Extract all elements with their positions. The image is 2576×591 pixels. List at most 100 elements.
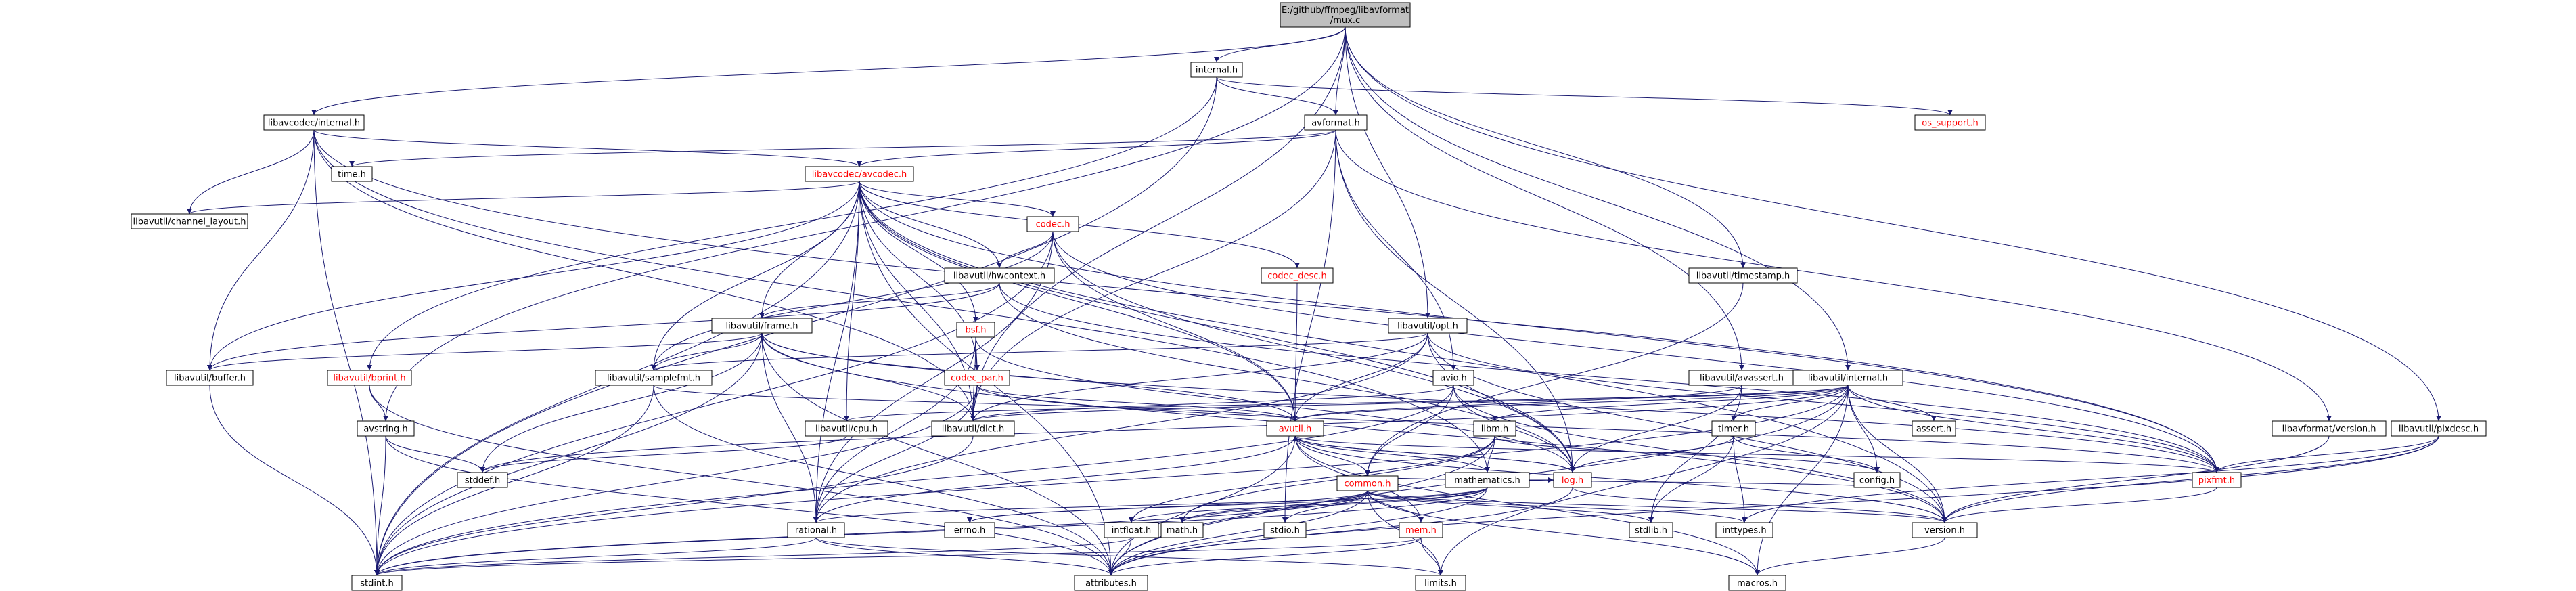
node-frame[interactable]: libavutil/frame.h xyxy=(711,318,813,334)
edge-timer-to-stdlib xyxy=(1648,435,1734,523)
edge-au_internal-to-limits xyxy=(1438,385,1849,576)
node-internal[interactable]: internal.h xyxy=(1190,62,1243,78)
node-label: stdio.h xyxy=(1270,526,1300,536)
node-intfloat[interactable]: intfloat.h xyxy=(1104,522,1159,538)
edge-root-to-avc_internal xyxy=(311,26,1346,116)
edge-au_internal-to-lfm xyxy=(1492,385,1849,422)
node-au-internal[interactable]: libavutil/internal.h xyxy=(1792,370,1903,386)
node-label: libavutil/opt.h xyxy=(1397,322,1458,332)
node-box xyxy=(1728,575,1786,591)
node-label: assert.h xyxy=(1916,424,1951,435)
edge-mathematics-to-rational xyxy=(813,487,1488,523)
node-avio[interactable]: avio.h xyxy=(1432,370,1474,386)
edge-frame-to-samplefmt xyxy=(651,332,763,371)
node-inttypes: inttypes.h xyxy=(1715,522,1773,538)
node-label: libavutil/bprint.h xyxy=(333,374,405,384)
edge-intfloat-to-stdint xyxy=(374,537,1132,576)
edge-avcodec-to-frame xyxy=(759,181,860,319)
node-codec-desc: codec_desc.h xyxy=(1261,267,1334,284)
node-lfm[interactable]: libm.h xyxy=(1473,420,1516,437)
node-version[interactable]: version.h xyxy=(1912,522,1978,538)
node-attributes[interactable]: attributes.h xyxy=(1074,575,1148,591)
edge-root-to-au_internal xyxy=(1345,26,1851,371)
node-bprint: libavutil/bprint.h xyxy=(327,370,412,386)
node-label: attributes.h xyxy=(1085,579,1137,589)
node-rational[interactable]: rational.h xyxy=(787,522,845,538)
edge-avstring-to-attributes xyxy=(385,435,1114,576)
node-label: codec_desc.h xyxy=(1267,271,1327,282)
edge-au_internal-to-cpu xyxy=(844,385,1849,422)
node-time: time.h xyxy=(331,166,373,182)
node-box xyxy=(1432,370,1474,386)
node-label: common.h xyxy=(1345,479,1391,489)
node-label: limits.h xyxy=(1424,579,1457,589)
edge-opt-to-rational xyxy=(813,332,1428,523)
node-samplefmt[interactable]: libavutil/samplefmt.h xyxy=(595,370,713,386)
edge-opt-to-pixfmt xyxy=(1427,332,2219,473)
node-avcodec: libavcodec/avcodec.h xyxy=(805,166,914,182)
edge-avcodec-to-avutil xyxy=(859,181,1298,422)
edge-internal-to-os_support xyxy=(1216,76,1953,116)
node-avstring[interactable]: avstring.h xyxy=(357,420,415,437)
node-assert: assert.h xyxy=(1912,420,1956,437)
node-box xyxy=(327,370,412,386)
node-opt[interactable]: libavutil/opt.h xyxy=(1388,318,1468,334)
node-box xyxy=(1104,522,1159,538)
node-label: codec_par.h xyxy=(951,374,1003,384)
edge-pixfmt-to-version xyxy=(1942,487,2217,523)
node-buffer[interactable]: libavutil/buffer.h xyxy=(166,370,254,386)
node-box xyxy=(1388,318,1468,334)
node-box xyxy=(1715,522,1773,538)
node-avformat[interactable]: avformat.h xyxy=(1304,114,1368,131)
node-timestamp[interactable]: libavutil/timestamp.h xyxy=(1688,267,1798,284)
edge-log-to-version xyxy=(1572,487,1947,523)
edge-avutil-to-rational xyxy=(813,435,1296,523)
edge-common-to-attributes xyxy=(1108,490,1368,576)
edge-avc_internal-to-chlayout xyxy=(187,129,315,215)
edge-mem-to-stdint xyxy=(374,537,1422,576)
node-avassert[interactable]: libavutil/avassert.h xyxy=(1688,370,1795,386)
node-cpu[interactable]: libavutil/cpu.h xyxy=(805,420,888,437)
edge-codec_par-to-pixfmt xyxy=(976,385,2219,473)
node-stdio: stdio.h xyxy=(1263,522,1307,538)
edge-common-to-stdio xyxy=(1282,490,1368,523)
edge-avio-to-version xyxy=(1453,385,1947,523)
node-avutil: avutil.h xyxy=(1266,420,1324,437)
node-limits: limits.h xyxy=(1415,575,1466,591)
edge-avformat-to-time xyxy=(349,129,1336,167)
node-box xyxy=(1445,472,1530,488)
node-hwcontext[interactable]: libavutil/hwcontext.h xyxy=(944,267,1055,284)
node-dict[interactable]: libavutil/dict.h xyxy=(931,420,1015,437)
edge-common-to-stdlib xyxy=(1367,490,1654,523)
edge-codec-to-samplefmt xyxy=(651,231,1054,371)
edge-opt-to-avutil xyxy=(1292,332,1428,422)
edge-avstring-to-stddef xyxy=(385,435,485,473)
node-avc-internal[interactable]: libavcodec/internal.h xyxy=(263,114,365,131)
node-box xyxy=(1912,420,1956,437)
node-avf-version[interactable]: libavformat/version.h xyxy=(2272,420,2387,437)
node-box xyxy=(1280,2,1411,28)
edge-common-to-mem xyxy=(1367,490,1424,523)
edge-bprint-to-avstring xyxy=(369,385,388,422)
edge-avformat-to-avio xyxy=(1335,129,1456,371)
node-pixdesc[interactable]: libavutil/pixdesc.h xyxy=(2391,420,2487,437)
node-timer[interactable]: timer.h xyxy=(1711,420,1756,437)
edge-avformat-to-avf_version xyxy=(1335,129,2332,422)
node-mathematics[interactable]: mathematics.h xyxy=(1445,472,1530,488)
node-box xyxy=(944,522,995,538)
node-chlayout[interactable]: libavutil/channel_layout.h xyxy=(131,213,248,229)
edge-frame-to-pixfmt xyxy=(761,332,2219,473)
node-box xyxy=(263,114,365,131)
node-label: timer.h xyxy=(1718,424,1749,435)
node-box xyxy=(131,213,248,229)
node-label: libavcodec/internal.h xyxy=(268,118,360,129)
edge-avc_internal-to-buffer xyxy=(207,129,315,371)
edge-au_internal-to-timer xyxy=(1731,385,1849,422)
node-label: errno.h xyxy=(954,526,986,536)
node-macros[interactable]: macros.h xyxy=(1728,575,1786,591)
node-pixfmt: pixfmt.h xyxy=(2192,472,2242,488)
edge-avf_version-to-version xyxy=(1942,435,2330,523)
edge-dict-to-stdint xyxy=(374,435,974,576)
edge-avformat-to-stdio xyxy=(1282,129,1336,523)
node-root: E:/github/ffmpeg/libavformat/mux.c xyxy=(1280,2,1411,28)
